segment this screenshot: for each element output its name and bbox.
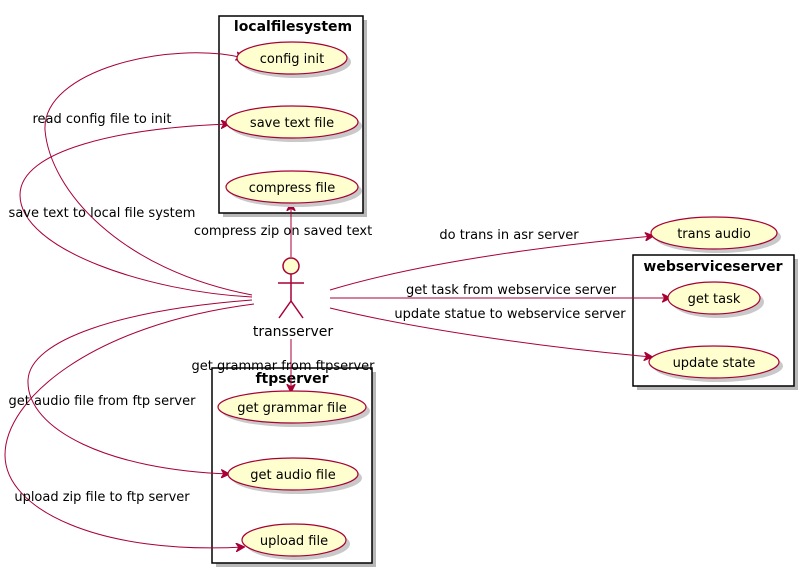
edge-read-config [44, 53, 253, 296]
actor-transserver[interactable]: transserver [253, 257, 334, 340]
usecase-get-task[interactable]: get task [667, 281, 764, 318]
edge-update-statue [329, 307, 652, 357]
usecase-upload-file[interactable]: upload file [241, 523, 350, 560]
usecase-label-get-audio-file: get audio file [250, 468, 335, 483]
package-title-localfilesystem: localfilesystem [234, 19, 352, 35]
edge-label-update-statue: update statue to webservice server [394, 307, 626, 322]
usecase-label-trans-audio: trans audio [677, 227, 751, 242]
edge-labels: read config file to init save text to lo… [9, 112, 627, 505]
usecase-label-get-grammar-file: get grammar file [237, 401, 347, 416]
edge-label-get-audio: get audio file from ftp server [9, 394, 197, 409]
actor-legs [278, 299, 304, 319]
edge-get-audio [27, 299, 253, 474]
usecase-config-init[interactable]: config init [236, 41, 351, 78]
usecase-label-save-text-file: save text file [250, 116, 334, 131]
usecase-trans-audio[interactable]: trans audio [650, 216, 781, 253]
package-title-webserviceserver: webserviceserver [643, 259, 782, 275]
usecase-get-audio-file[interactable]: get audio file [227, 457, 362, 494]
edge-do-trans [329, 236, 653, 291]
edge-save-text [19, 124, 253, 298]
edge-label-do-trans: do trans in asr server [439, 228, 579, 243]
actor-label: transserver [253, 324, 334, 340]
package-title-ftpserver: ftpserver [255, 371, 328, 387]
edge-label-get-grammar: get grammar from ftpserver [191, 359, 375, 374]
edge-upload-zip [4, 303, 255, 548]
usecase-label-config-init: config init [260, 52, 324, 67]
actor-head [282, 257, 300, 275]
usecase-update-state[interactable]: update state [648, 345, 783, 382]
usecase-label-get-task: get task [688, 292, 741, 307]
edges [4, 53, 670, 548]
edge-label-read-config: read config file to init [33, 112, 172, 127]
usecase-label-upload-file: upload file [260, 534, 328, 549]
edge-label-save-text: save text to local file system [9, 206, 196, 221]
usecase-compress-file[interactable]: compress file [225, 170, 362, 207]
edge-label-upload-zip: upload zip file to ftp server [14, 490, 190, 505]
usecase-save-text-file[interactable]: save text file [225, 105, 362, 142]
edge-label-compress-zip: compress zip on saved text [194, 224, 372, 239]
usecase-get-grammar-file[interactable]: get grammar file [217, 390, 370, 427]
usecase-label-compress-file: compress file [249, 181, 336, 196]
usecase-label-update-state: update state [673, 356, 756, 371]
edge-label-get-task: get task from webservice server [406, 283, 617, 298]
